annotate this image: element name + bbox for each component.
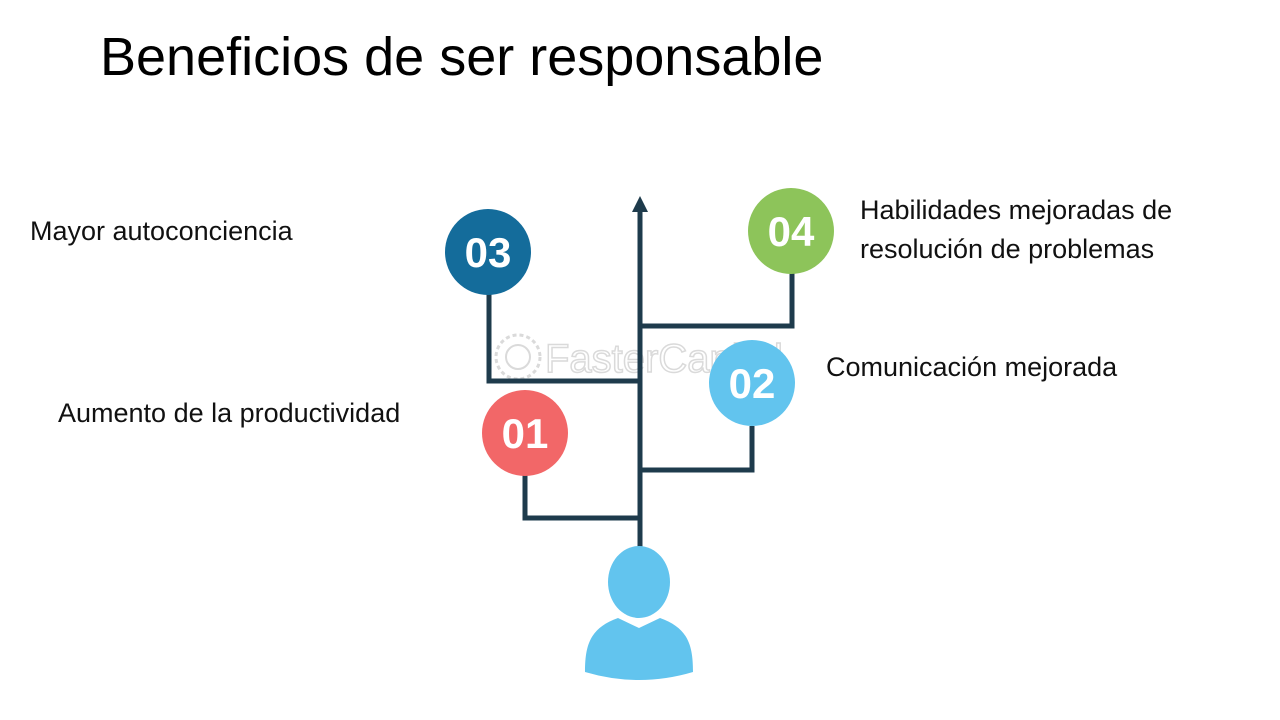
- connector-01: [522, 474, 640, 521]
- connector-03: [486, 294, 640, 384]
- label-item-03: Mayor autoconciencia: [30, 216, 293, 246]
- label-item-04-line-1: Habilidades mejoradas de: [860, 195, 1173, 225]
- person-icon: [585, 546, 693, 680]
- node-04: 04: [748, 188, 834, 274]
- label-item-01: Aumento de la productividad: [58, 398, 401, 428]
- node-04-number: 04: [768, 208, 815, 255]
- connector-04: [640, 272, 795, 329]
- node-02-number: 02: [729, 360, 776, 407]
- arrow-up-icon: [632, 196, 648, 212]
- page-title: Beneficios de ser responsable: [100, 27, 824, 87]
- node-01-circle: [482, 390, 568, 476]
- node-02-circle: [709, 340, 795, 426]
- connector-02: [640, 426, 755, 473]
- node-03-number: 03: [465, 229, 512, 276]
- node-02: 02: [709, 340, 795, 426]
- node-01-number: 01: [502, 410, 549, 457]
- watermark-gear-center: [505, 344, 531, 370]
- connector-lines: [486, 206, 795, 548]
- node-04-circle: [748, 188, 834, 274]
- label-item-04-line-2: resolución de problemas: [860, 234, 1155, 264]
- node-03: 03: [445, 209, 531, 295]
- label-item-04: Habilidades mejoradas de resolución de p…: [860, 191, 1172, 269]
- label-item-02: Comunicación mejorada: [826, 352, 1118, 382]
- person-body: [585, 618, 693, 680]
- person-head: [608, 546, 670, 618]
- node-03-circle: [445, 209, 531, 295]
- node-01: 01: [482, 390, 568, 476]
- watermark-gear-icon: [494, 333, 542, 381]
